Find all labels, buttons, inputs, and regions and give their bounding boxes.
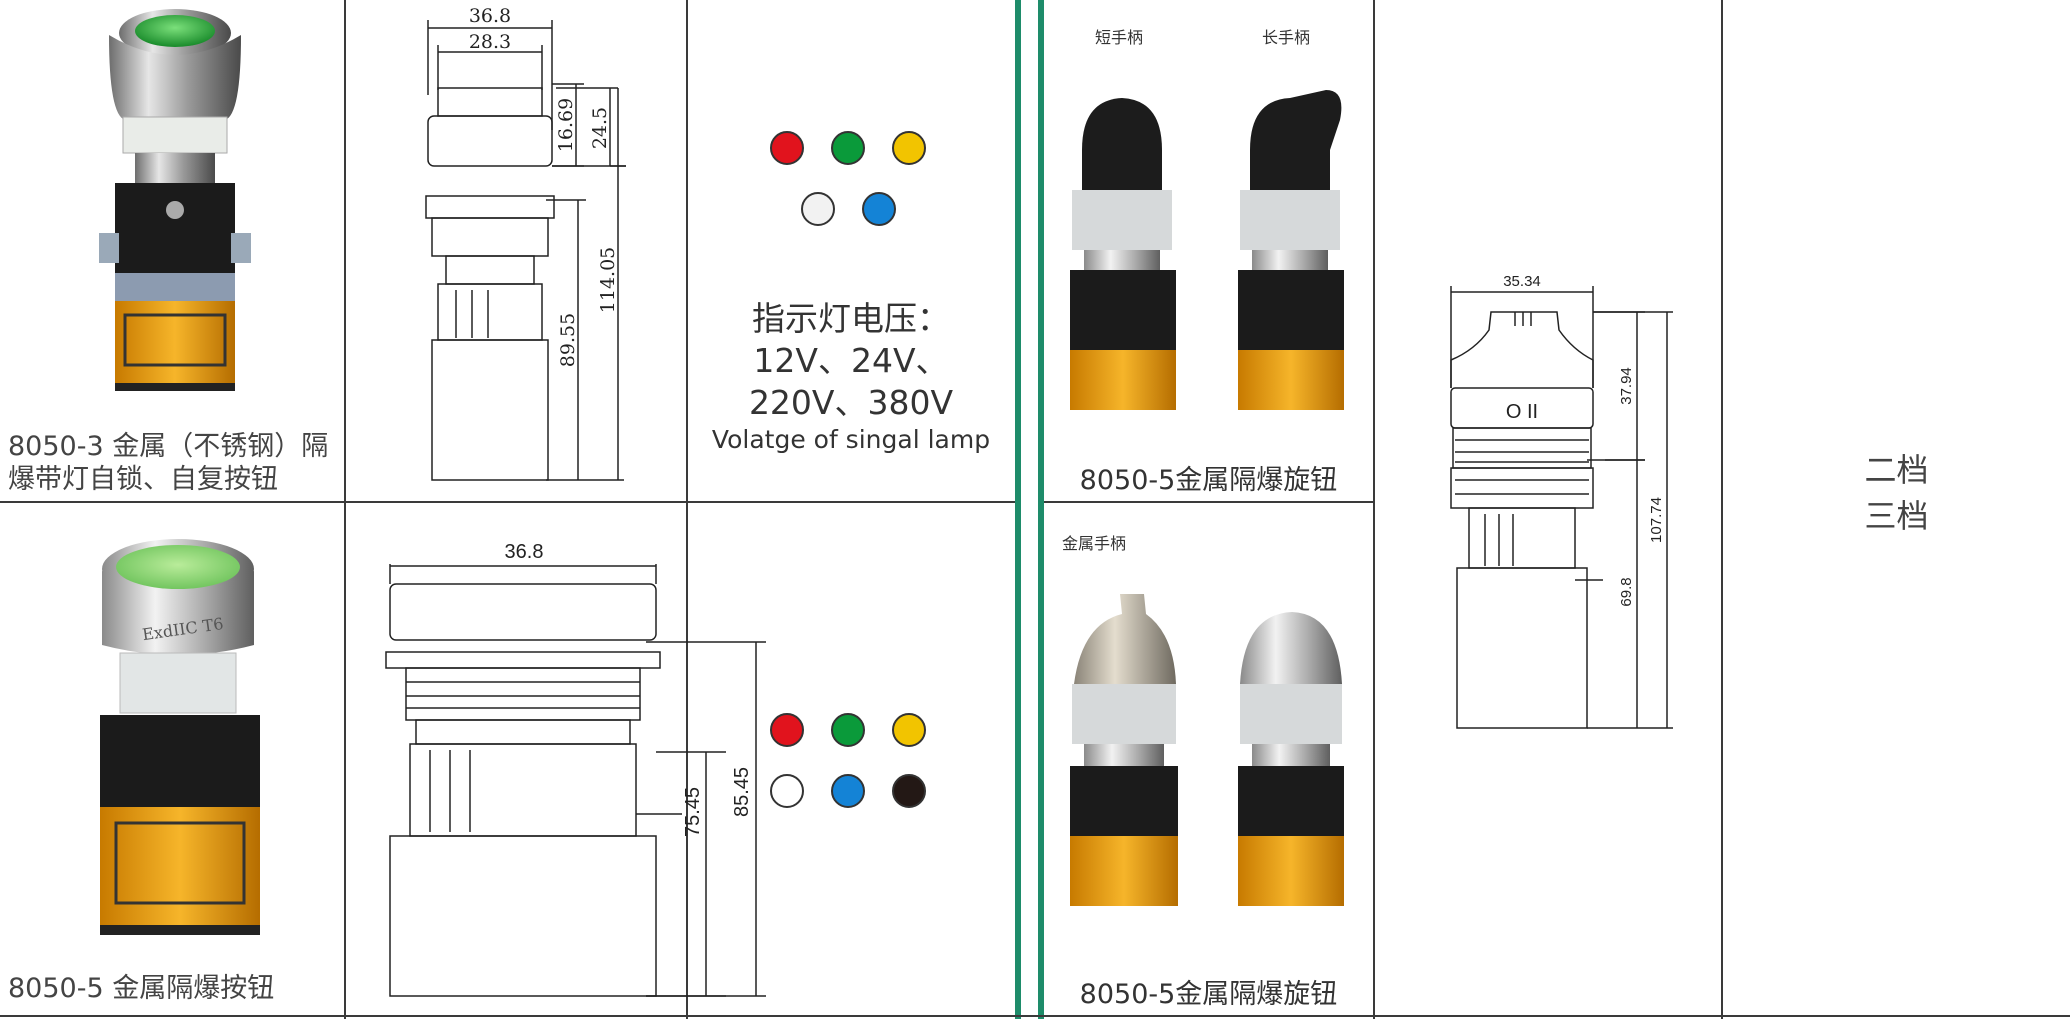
color-swatch-blue — [831, 774, 865, 808]
dim-label: 16.69 — [555, 98, 577, 152]
dimension-drawing-a: 36.8 28.3 16.69 24.5 114.05 89.55 — [425, 5, 626, 481]
voltage-values: 220V、380V — [748, 383, 954, 422]
voltage-english: Volatge of singal lamp — [711, 425, 991, 454]
dim-label: 36.8 — [469, 5, 511, 27]
color-swatch-green — [831, 713, 865, 747]
color-swatch-white — [801, 192, 835, 226]
switch-positions: 二档 三档 — [1723, 447, 2070, 539]
caption-line: 8050-5 金属隔爆按钮 — [8, 973, 275, 1004]
position-three: 三档 — [1864, 497, 1929, 535]
dim-label: 35.34 — [1503, 273, 1541, 290]
voltage-values: 12V、24V、 — [753, 341, 949, 380]
grid-line — [0, 1015, 2070, 1017]
dim-label: 24.5 — [589, 107, 611, 149]
product-caption: 8050-3 金属（不锈钢）隔 爆带灯自锁、自复按钮 — [8, 430, 328, 496]
caption-line: 8050-3 金属（不锈钢）隔 — [8, 431, 329, 462]
product-photo-flat-button: ExdIIC T6 — [100, 539, 260, 935]
color-swatch-green — [831, 131, 865, 165]
grid-line — [0, 501, 1015, 503]
handle-label-metal: 金属手柄 — [1062, 534, 1127, 553]
dim-label: 28.3 — [469, 31, 511, 53]
product-caption: 8050-5金属隔爆旋钮 — [1079, 465, 1338, 496]
dim-label: 69.8 — [1618, 577, 1635, 606]
color-swatch-red — [770, 713, 804, 747]
divider-green — [1015, 0, 1021, 1019]
handle-label-long: 长手柄 — [1262, 28, 1311, 47]
dim-label: 85.45 — [731, 767, 753, 817]
position-two: 二档 — [1864, 451, 1929, 489]
grid-line — [1373, 0, 1375, 1019]
dim-label: 36.8 — [505, 541, 544, 563]
dim-label: 107.74 — [1648, 497, 1665, 543]
voltage-title: 指示灯电压： — [752, 299, 950, 338]
color-swatch-black — [892, 774, 926, 808]
dim-label: 75.45 — [682, 787, 704, 837]
dimension-drawing-c: 35.34 O II 37.94 107.74 69.8 — [1450, 273, 1673, 729]
dim-label: 89.55 — [557, 313, 579, 367]
divider-green — [1038, 0, 1044, 1019]
grid-line — [344, 0, 346, 1019]
color-swatch-red — [770, 131, 804, 165]
voltage-info: 指示灯电压： 12V、24V、 220V、380V Volatge of sin… — [688, 298, 1014, 456]
color-swatch-white — [770, 774, 804, 808]
dimension-drawing-b: 36.8 75.45 85.45 — [385, 541, 766, 997]
dim-label: 114.05 — [597, 247, 619, 313]
product-photo-rotary-metal — [1070, 594, 1344, 906]
handle-label-short: 短手柄 — [1095, 28, 1144, 47]
color-swatch-yellow — [892, 713, 926, 747]
product-caption: 8050-5金属隔爆旋钮 — [1079, 979, 1338, 1010]
switch-position-marks: O II — [1506, 401, 1538, 423]
product-photo-rotary-short-long — [1070, 90, 1344, 410]
product-photo-lamp-button — [99, 9, 251, 391]
dim-label: 37.94 — [1618, 367, 1635, 405]
color-swatch-yellow — [892, 131, 926, 165]
grid-line — [686, 0, 688, 1019]
caption-line: 爆带灯自锁、自复按钮 — [8, 464, 278, 495]
product-caption: 8050-5 金属隔爆按钮 — [8, 972, 274, 1005]
grid-line — [1044, 501, 1375, 503]
grid-line — [1721, 0, 1723, 1019]
color-swatch-blue — [862, 192, 896, 226]
